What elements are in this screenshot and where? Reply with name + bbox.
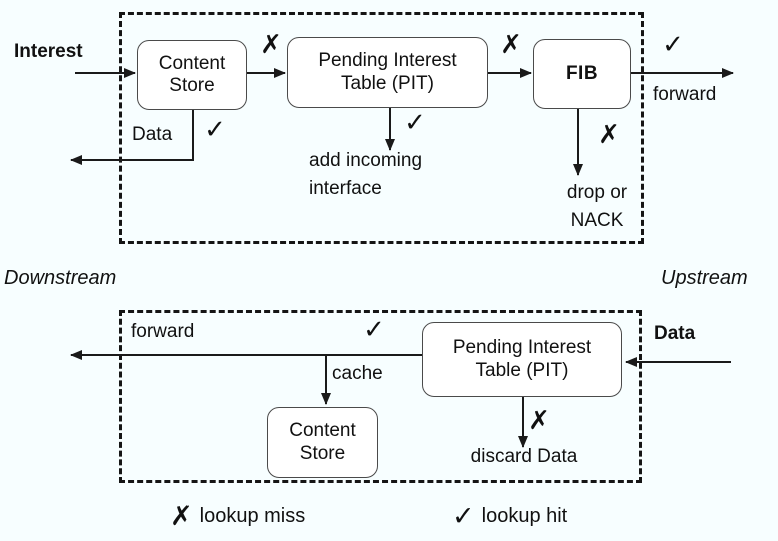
lookup-hit-icon-cs: ✓ — [204, 114, 226, 144]
lookup-miss-icon-cs: ✗ — [260, 29, 282, 59]
lookup-miss-icon-pit-bottom: ✗ — [528, 405, 550, 435]
forward-top-label: forward — [653, 84, 717, 105]
wire-content-store-data-out — [70, 110, 194, 165]
content-store-top-node: Content Store — [137, 40, 247, 110]
lookup-miss-icon-fib: ✗ — [598, 119, 620, 149]
lookup-miss-icon-pit: ✗ — [500, 29, 522, 59]
legend-lookup-miss: ✗ lookup miss — [170, 500, 305, 532]
downstream-label: Downstream — [4, 267, 117, 289]
drop-or-nack-label: drop or NACK — [566, 182, 628, 231]
lookup-hit-icon-fib: ✓ — [662, 29, 684, 59]
lookup-miss-icon: ✗ — [170, 500, 193, 531]
fib-node: FIB — [533, 39, 631, 109]
legend-lookup-hit: ✓ lookup hit — [452, 500, 567, 532]
upstream-label: Upstream — [661, 267, 748, 289]
legend-hit-label: lookup hit — [481, 504, 568, 527]
discard-data-label: discard Data — [470, 446, 578, 467]
lookup-hit-icon: ✓ — [452, 500, 475, 531]
pit-top-node: Pending Interest Table (PIT) — [287, 37, 488, 108]
lookup-hit-icon-pit: ✓ — [404, 107, 426, 137]
interest-input-label: Interest — [14, 41, 83, 62]
data-input-label: Data — [654, 323, 696, 344]
cache-label: cache — [332, 363, 383, 384]
forward-bottom-label: forward — [131, 321, 195, 342]
lookup-hit-icon-pit-bottom: ✓ — [363, 314, 385, 344]
content-store-bottom-node: Content Store — [267, 407, 378, 478]
data-out-label: Data — [132, 124, 173, 145]
add-incoming-interface-label: add incoming interface — [309, 150, 423, 199]
data-pipeline-box — [119, 310, 642, 483]
legend-miss-label: lookup miss — [199, 504, 306, 527]
interest-pipeline-box — [119, 12, 644, 244]
pit-bottom-node: Pending Interest Table (PIT) — [422, 322, 622, 397]
